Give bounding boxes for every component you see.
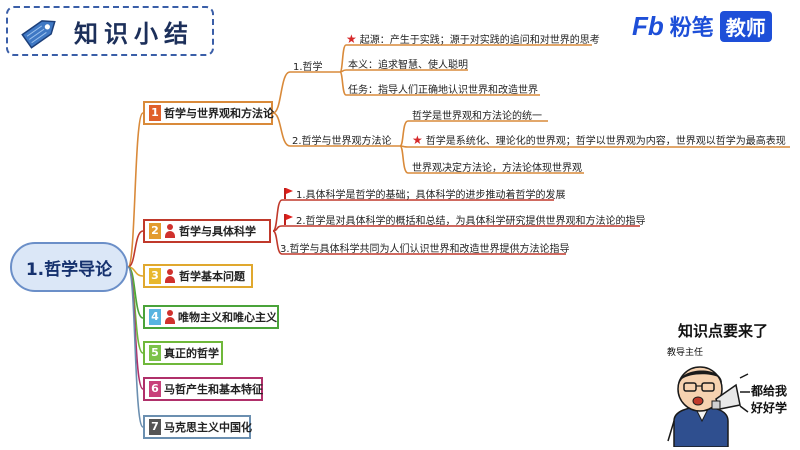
branch-4: 4 唯物主义和唯心主义 [143,305,279,329]
header-title: 知识小结 [74,19,194,48]
shout-text: 都给我 好好学 [751,383,787,417]
person-icon [164,310,175,324]
node-philosophy-worldview: 2.哲学与世界观方法论 [292,136,392,147]
node-unity: 哲学是世界观和方法论的统一 [412,111,542,122]
node-text: 2.哲学是对具体科学的概括和总结，为具体科学研究提供世界观和方法论的指导 [296,216,646,227]
sound-lines-icon [739,373,750,413]
branch-1: 1 哲学与世界观和方法论 [143,101,274,125]
root-node: 1.哲学导论 [10,242,128,292]
branch-label: 哲学与具体科学 [179,225,256,238]
branch-number: 2 [149,223,161,239]
branch-7: 7 马克思主义中国化 [143,415,252,439]
node-science-summary: 2.哲学是对具体科学的概括和总结，为具体科学研究提供世界观和方法论的指导 [284,212,646,227]
node-systematic: ★ 哲学是系统化、理论化的世界观；哲学以世界观为内容，世界观以哲学为最高表现 [412,132,786,148]
branch-6: 6 马哲产生和基本特征 [143,377,263,401]
brand-name: 粉笔 [669,16,714,41]
shout-line: 都给我 [751,384,788,398]
teacher-mascot-illustration [667,366,741,447]
person-icon [164,269,176,283]
node-meaning: 本义：追求智慧、使人聪明 [348,60,468,71]
shout-line: 好好学 [751,401,788,415]
node-text: 1.具体科学是哲学的基础；具体科学的进步推动着哲学的发展 [296,190,566,201]
branch-2: 2 哲学与具体科学 [143,219,271,243]
flag-icon [284,188,293,199]
branch-number: 4 [149,309,161,325]
tag-icon [21,20,56,49]
speech-text: 知识点要来了 [678,322,769,340]
branch-label: 真正的哲学 [164,347,219,360]
node-worldview-method: 世界观决定方法论，方法论体现世界观 [412,163,582,174]
person-icon [164,224,176,238]
brand-logo: Fb 粉笔 教师 [632,10,772,42]
brand-tag: 教师 [719,10,772,42]
branch-number: 1 [149,105,161,121]
branch-label: 唯物主义和唯心主义 [178,311,277,324]
branch-label: 马克思主义中国化 [164,421,252,434]
star-icon: ★ [412,132,423,147]
node-text: 起源：产生于实践；源于对实践的追问和对世界的思考 [359,35,600,46]
branch-label: 哲学基本问题 [179,270,245,283]
node-science-common: 3.哲学与具体科学共同为人们认识世界和改造世界提供方法论指导 [280,244,570,255]
node-text: 哲学是系统化、理论化的世界观；哲学以世界观为内容，世界观以哲学为最高表现 [425,136,786,147]
node-philosophy: 1.哲学 [293,62,323,73]
branch-number: 6 [149,381,161,397]
branch-number: 7 [149,419,161,435]
branch-number: 5 [149,345,161,361]
brand-fb-mark: Fb [632,10,664,41]
branch-label: 哲学与世界观和方法论 [164,107,274,120]
node-origin: ★ 起源：产生于实践；源于对实践的追问和对世界的思考 [346,31,600,47]
branch-3: 3 哲学基本问题 [143,264,253,288]
branch-label: 马哲产生和基本特征 [164,383,263,396]
teacher-label: 教导主任 [667,348,704,358]
node-task: 任务：指导人们正确地认识世界和改造世界 [348,85,538,96]
star-icon: ★ [346,31,357,46]
flag-icon [284,214,293,225]
branch-5: 5 真正的哲学 [143,341,223,365]
node-science-basis: 1.具体科学是哲学的基础；具体科学的进步推动着哲学的发展 [284,186,566,201]
branch-number: 3 [149,268,161,284]
